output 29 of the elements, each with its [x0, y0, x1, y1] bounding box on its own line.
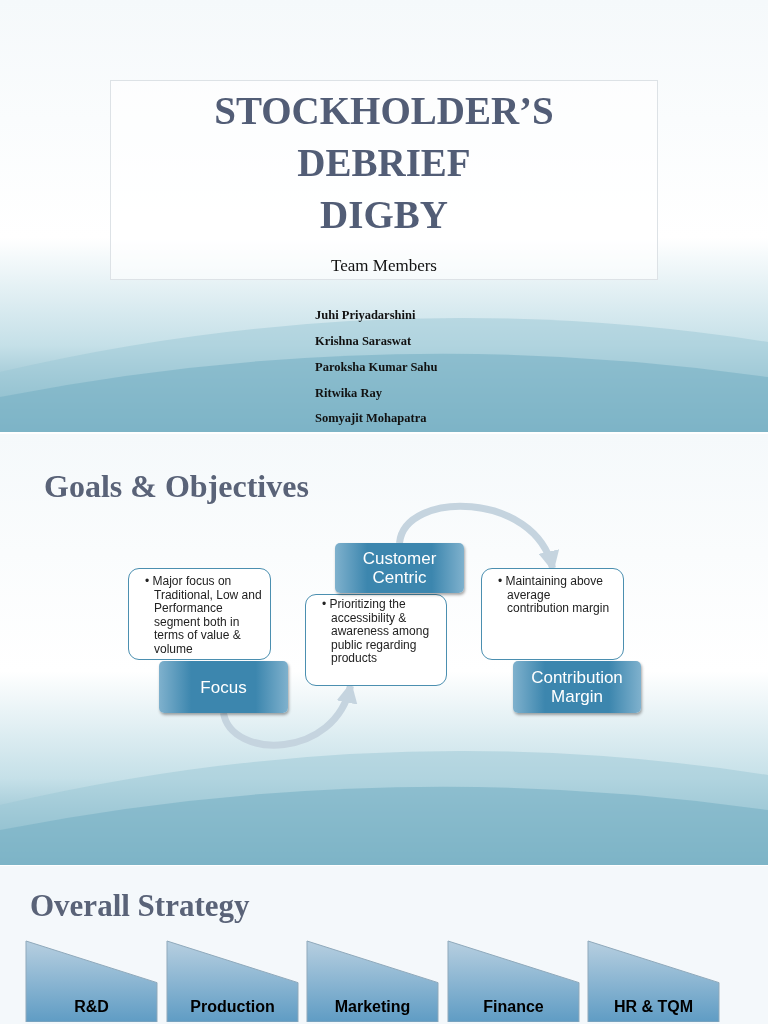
heading-tab: Focus	[159, 661, 288, 713]
title-text: STOCKHOLDER’S DEBRIEF DIGBY	[213, 88, 555, 238]
heading-tab: Customer Centric	[335, 543, 464, 593]
strategy-label: R&D	[74, 998, 109, 1016]
team-member-name: Paroksha Kumar Sahu	[315, 360, 438, 375]
strategy-block	[166, 940, 299, 1022]
subtitle: Team Members	[330, 256, 438, 276]
bullet-text: • Prioritizing the accessibility & awareness among public regarding products	[322, 598, 431, 666]
team-member-name: Somyajit Mohapatra	[315, 411, 427, 426]
slide-heading: Overall Strategy	[30, 888, 250, 924]
title-box	[110, 80, 658, 280]
strategy-block	[447, 940, 580, 1022]
bullet-text: • Major focus on Traditional, Low and Performance segment both in terms of value & volume	[145, 575, 262, 656]
bullet-text: • Maintaining above average contribution margin	[498, 575, 611, 616]
team-member-name: Juhi Priyadarshini	[315, 308, 416, 323]
text-card	[305, 594, 447, 686]
text-card	[128, 568, 271, 660]
strategy-label: Finance	[483, 998, 544, 1016]
strategy-block	[306, 940, 439, 1022]
strategy-block	[25, 940, 158, 1022]
strategy-label: Production	[190, 998, 275, 1016]
text-card	[481, 568, 624, 660]
team-member-name: Krishna Saraswat	[315, 334, 412, 349]
team-member-name: Ritwika Ray	[315, 386, 383, 401]
slide-heading: Goals & Objectives	[44, 468, 309, 505]
strategy-label: Marketing	[334, 998, 411, 1016]
strategy-label: HR & TQM	[613, 998, 694, 1016]
strategy-block	[587, 940, 720, 1022]
heading-tab: Contribution Margin	[513, 661, 641, 713]
